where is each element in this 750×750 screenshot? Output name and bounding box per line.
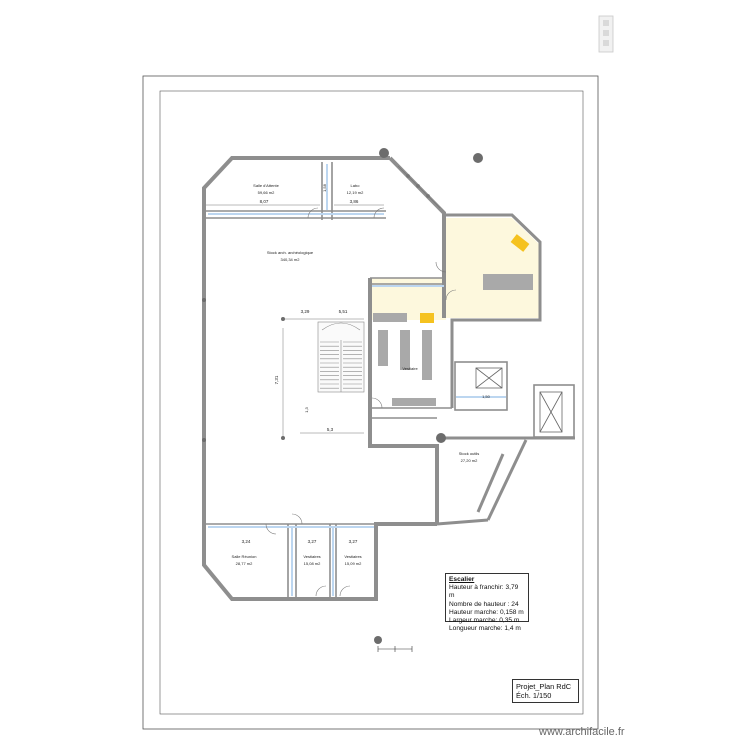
dim-13: 1,3 [304, 406, 309, 412]
lift-shafts [475, 367, 563, 433]
dim-731: 7,31 [274, 375, 279, 384]
salle-reunion-area: 28,77 m2 [236, 561, 253, 566]
columns [202, 148, 483, 644]
dim-807: 8,07 [260, 199, 269, 204]
labo-area: 12,19 m2 [347, 190, 364, 195]
escalier-legend-line: Hauteur à franchir: 3,79 m [449, 584, 519, 600]
salle-attente-name: Salle d'Attente [253, 183, 279, 188]
vestiaires-1-name: Vestiaires [303, 554, 320, 559]
dim-324: 3,24 [242, 539, 251, 544]
plan-scale: Éch. 1/150 [516, 691, 552, 700]
furniture [373, 234, 533, 406]
stock-outils-area: 27,20 m2 [461, 458, 478, 463]
salle-reunion-name: Salle Réunion [232, 554, 257, 559]
doors [265, 207, 457, 597]
vestiaire-bench-1 [378, 330, 388, 366]
office-desk [373, 313, 407, 322]
scale-bar [377, 646, 413, 652]
labo-room-fill [444, 218, 539, 318]
dim-329: 3,29 [301, 309, 310, 314]
labo-yellow-desk [510, 234, 530, 252]
vestiaire-bench-2 [400, 330, 410, 370]
stock-archeo-area: 340,34 m2 [281, 257, 301, 262]
interior-partitions [204, 162, 575, 599]
escalier-legend-line: Nombre de hauteur : 24 [449, 600, 519, 608]
vestiaires-2-area: 15,09 m2 [345, 561, 362, 566]
dim-158: 1,58 [322, 183, 327, 192]
sheet-border-outer [142, 75, 599, 730]
staircase [317, 321, 365, 393]
sheet-border-inner [159, 90, 584, 715]
yellow-desk [420, 313, 434, 323]
dim-551: 5,51 [339, 309, 348, 314]
dim-53: 5,3 [327, 427, 334, 432]
escalier-legend: Escalier Hauteur à franchir: 3,79 m Nomb… [445, 573, 529, 632]
escalier-legend-line: Largeur marche: 0,35 m [449, 617, 520, 625]
dimension-lines [206, 204, 384, 438]
dim-150: 1,50 [482, 394, 491, 399]
labo-bench [483, 274, 533, 290]
vestiaires-2-name: Vestiaires [344, 554, 361, 559]
project-name: Projet_Plan RdC [516, 682, 572, 691]
stock-outils-name: Stock outils [459, 451, 479, 456]
vestiaire-name: Vestiaire [402, 366, 418, 371]
dim-327a: 3,27 [308, 539, 317, 544]
glazing-partitions [208, 164, 506, 596]
watermark: www.archifacile.fr [539, 726, 625, 738]
stock-archeo-name: Stock arch. archéologique [267, 250, 314, 255]
dim-386: 3,86 [350, 199, 359, 204]
vestiaires-1-area: 15,08 m2 [304, 561, 321, 566]
ramp-walls [436, 439, 528, 526]
corner-glazing [397, 165, 441, 209]
escalier-legend-title: Escalier [449, 576, 475, 583]
labo-name: Labo [351, 183, 361, 188]
vestiaire-bench-4 [392, 398, 436, 406]
view-toolbar[interactable] [598, 15, 614, 53]
dim-327b: 3,27 [349, 539, 358, 544]
dimension-labels: 8,07 3,86 3,29 5,51 7,31 5,3 3,24 3,27 3… [242, 183, 491, 544]
escalier-legend-line: Longueur marche: 1,4 m [449, 625, 521, 633]
salle-attente-area: 59,66 m2 [258, 190, 275, 195]
title-block: Projet_Plan RdC Éch. 1/150 [512, 679, 579, 703]
annex-walls [435, 213, 575, 524]
vestiaire-bench-3 [422, 330, 432, 380]
escalier-legend-line: Hauteur marche: 0,158 m [449, 608, 524, 616]
room-labels: Salle d'Attente 59,66 m2 Labo 12,19 m2 S… [232, 183, 480, 566]
